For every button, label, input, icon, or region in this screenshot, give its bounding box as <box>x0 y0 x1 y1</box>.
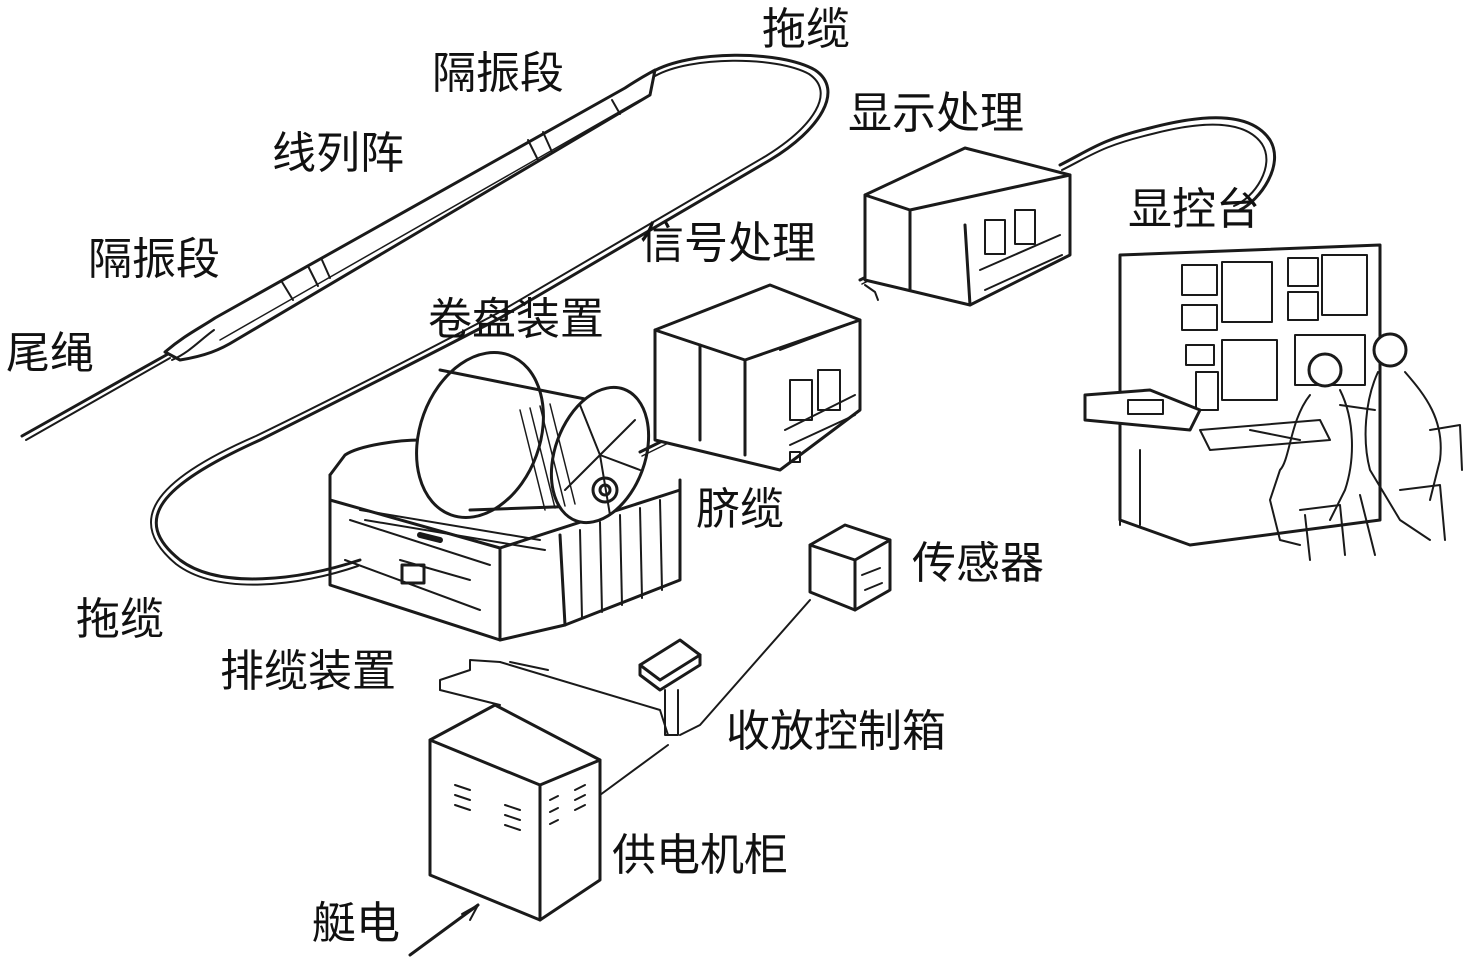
label-power-cabinet: 供电机柜 <box>612 830 788 881</box>
display-processing-unit <box>863 146 1072 307</box>
label-signal-processing: 信号处理 <box>640 218 816 269</box>
retraction-control-box <box>638 638 702 736</box>
tail-rope <box>20 352 171 441</box>
label-display-processing: 显示处理 <box>848 88 1024 139</box>
label-console: 显控台 <box>1128 184 1260 235</box>
tow-cable-top <box>150 53 830 586</box>
sensor-unit <box>808 523 892 612</box>
ship-power-line <box>408 903 480 957</box>
label-tow-cable-bottom: 拖缆 <box>76 594 164 645</box>
display-control-console <box>1083 243 1382 547</box>
control-wiring <box>439 599 811 796</box>
label-cable-layer: 排缆装置 <box>220 646 396 697</box>
label-reel-device: 卷盘装置 <box>428 294 604 345</box>
operators <box>1249 332 1463 561</box>
display-to-console-cable <box>864 116 1277 301</box>
label-tow-cable-top: 拖缆 <box>762 4 850 55</box>
power-supply-cabinet <box>428 703 602 922</box>
label-isolation-segment-bottom: 隔振段 <box>88 234 220 285</box>
label-ship-power: 艇电 <box>312 898 400 949</box>
label-line-array: 线列阵 <box>272 128 404 179</box>
label-umbilical-cable: 脐缆 <box>696 484 784 535</box>
label-isolation-segment-top: 隔振段 <box>432 48 564 99</box>
label-sensor: 传感器 <box>912 538 1044 589</box>
signal-processing-unit <box>653 283 862 472</box>
reel-device <box>328 351 682 642</box>
label-tail-rope: 尾绳 <box>6 328 94 379</box>
line-array <box>163 68 657 362</box>
label-control-box: 收放控制箱 <box>726 706 946 757</box>
